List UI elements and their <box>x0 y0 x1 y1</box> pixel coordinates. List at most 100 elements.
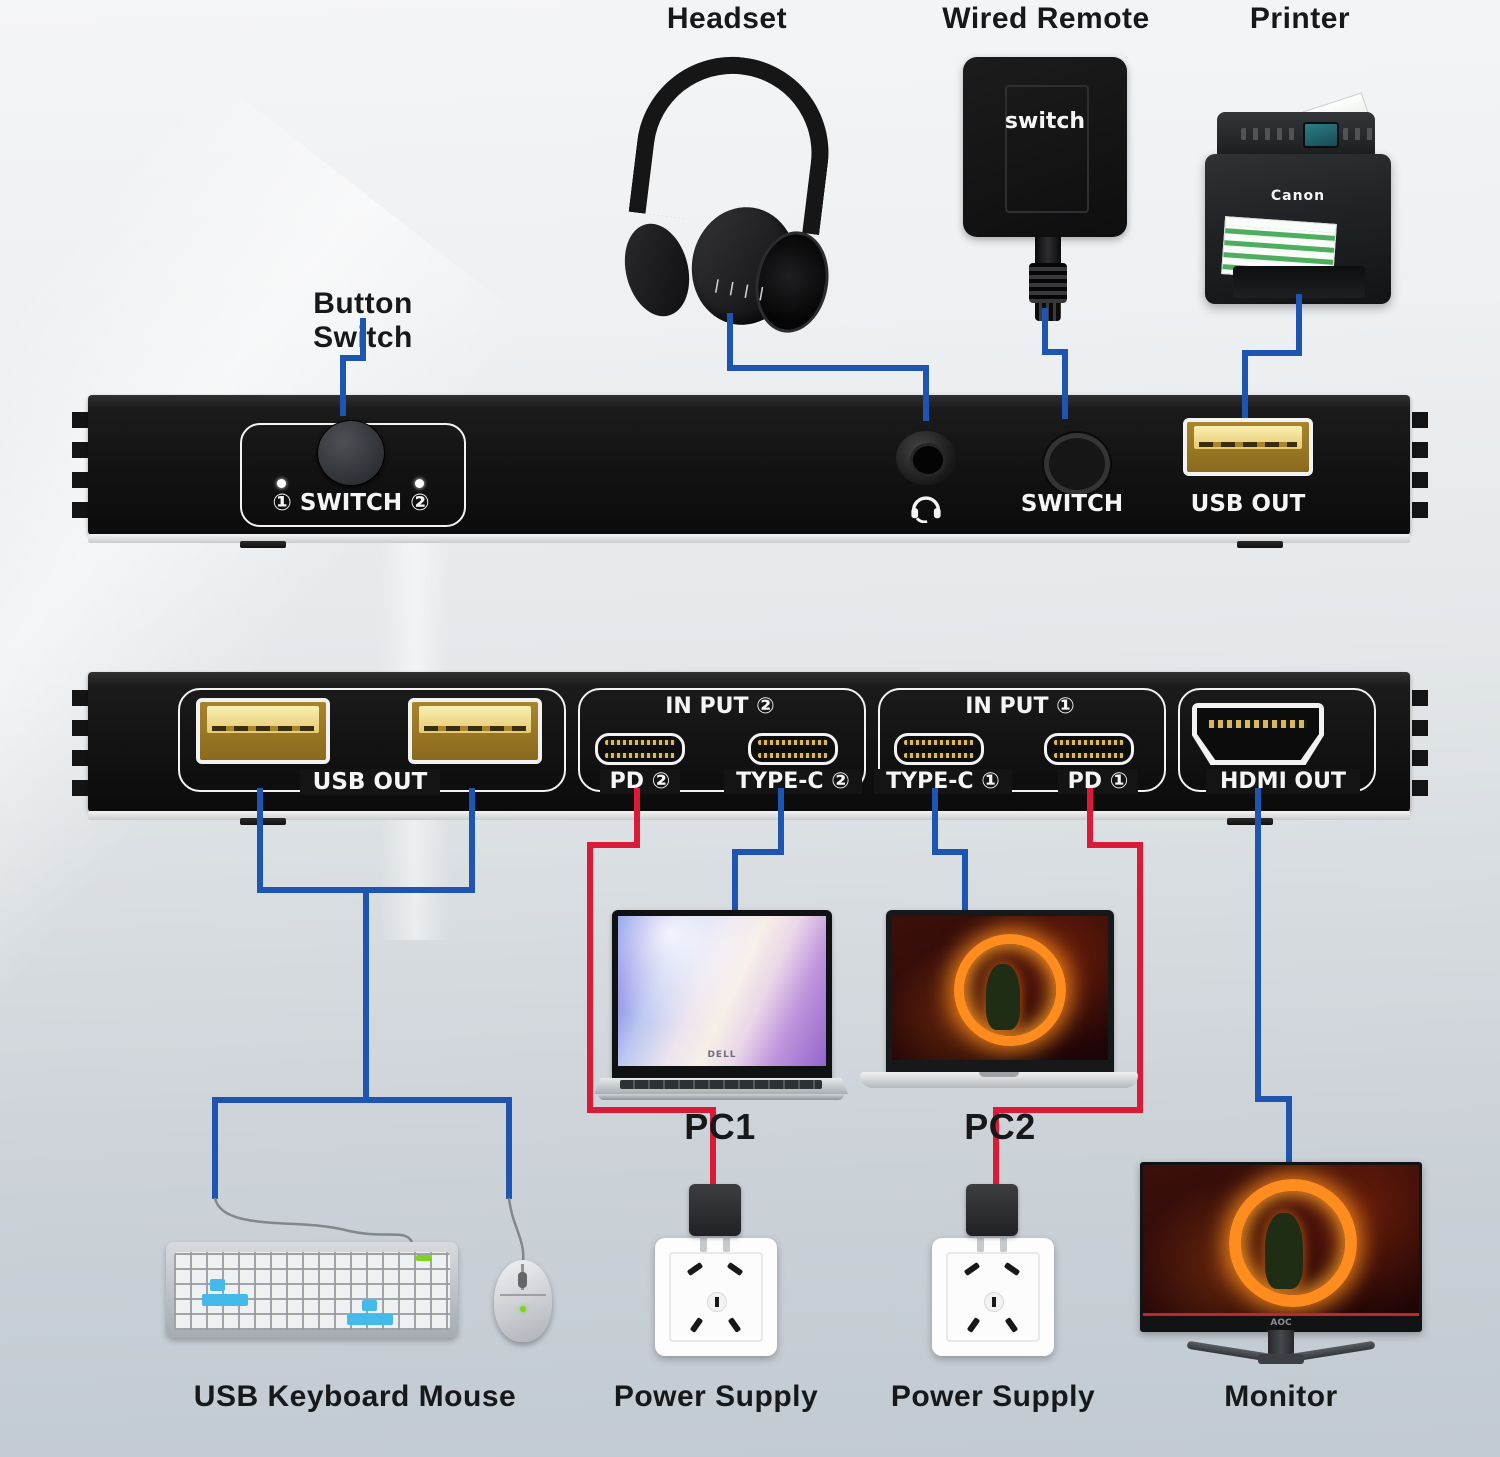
printer-brand: Canon <box>1270 188 1326 204</box>
printer-buttons <box>1343 128 1379 140</box>
cable-headset <box>727 313 733 371</box>
mouse-image <box>494 1260 552 1342</box>
cable-hdmi <box>1255 788 1261 1102</box>
wired-remote-label: Wired Remote <box>942 2 1150 35</box>
hdmi-out-label: HDMI OUT <box>1206 769 1360 794</box>
usbc-pins <box>1054 740 1124 745</box>
power-supply-1-label: Power Supply <box>613 1380 819 1413</box>
pc1-keyboard-deck <box>594 1078 848 1094</box>
cable-typec1 <box>932 788 938 854</box>
power-outlet-1 <box>655 1238 777 1356</box>
outlet-center-hole <box>984 1292 1004 1312</box>
switch-button <box>317 420 385 486</box>
input1-title: IN PUT ① <box>965 694 1075 719</box>
cable-typec1 <box>962 849 968 915</box>
pd2-label: PD ② <box>600 769 680 794</box>
usb-contacts <box>424 726 526 731</box>
keyboard-image <box>166 1242 458 1338</box>
cable-hdmi <box>1255 1096 1292 1102</box>
cable-pd2 <box>710 1107 716 1189</box>
hdmi-inner <box>1197 708 1319 760</box>
printer-control-screen <box>1303 122 1339 148</box>
outlet-center-hole <box>707 1292 727 1312</box>
panel-foot <box>240 541 286 548</box>
cable-pd2 <box>587 842 640 848</box>
kvm-front-panel: ① SWITCH ② SWITCH USB OUT <box>88 395 1410 543</box>
monitor-figure <box>1265 1213 1303 1289</box>
keyboard-keys-arrows <box>347 1314 393 1325</box>
typec1-port <box>894 733 984 765</box>
pc1-label: PC1 <box>684 1106 756 1147</box>
adapter-prong <box>977 1234 984 1252</box>
remote-plug-tip <box>1035 303 1061 321</box>
pd1-label: PD ① <box>1058 769 1138 794</box>
printer-tray <box>1233 266 1365 298</box>
cable-usb-out-b <box>469 788 475 893</box>
monitor-accent-strip <box>1143 1313 1419 1316</box>
headset-earcup-left <box>615 216 699 324</box>
headset-band <box>628 45 840 236</box>
cable-printer <box>1242 350 1248 418</box>
monitor-bezel: AOC <box>1140 1162 1422 1332</box>
remote-plug-barrel <box>1029 263 1067 303</box>
led-indicator-1 <box>277 479 286 488</box>
usb-out-port-b <box>408 698 542 764</box>
headphone-jack <box>896 431 956 485</box>
adapter-prong <box>1000 1234 1007 1252</box>
remote-switch-port <box>1044 433 1110 495</box>
printer-image: Canon <box>1203 92 1395 304</box>
printer-adf <box>1217 112 1379 156</box>
pc2-notch <box>979 1072 1019 1077</box>
kvm-rear-panel: USB OUT IN PUT ② PD ② TYPE-C ② IN PUT ① … <box>88 672 1410 820</box>
hdmi-pins <box>1209 720 1307 728</box>
usb-out-port-front <box>1183 418 1313 476</box>
pc1-front-edge <box>598 1094 844 1100</box>
power-supply-2-label: Power Supply <box>890 1380 1096 1413</box>
adapter-prong <box>723 1234 730 1252</box>
panel-foot <box>240 818 286 825</box>
usb-out-port-a <box>196 698 330 764</box>
panel-base <box>88 811 1410 820</box>
usbc-pins <box>904 740 974 745</box>
pc2-ring <box>954 934 1066 1046</box>
headset-label: Headset <box>666 2 788 35</box>
power-adapter-2 <box>966 1184 1018 1236</box>
remote-body: switch <box>963 57 1127 237</box>
cable-wired-remote <box>1062 349 1068 419</box>
usb-out-label-rear: USB OUT <box>300 769 440 795</box>
monitor-hub <box>1258 1354 1304 1364</box>
remote-plug-neck <box>1035 237 1061 263</box>
cable-typec2 <box>778 788 784 854</box>
cable-usb-split <box>212 1097 512 1103</box>
power-adapter-1 <box>689 1184 741 1236</box>
cable-button-switch <box>340 355 366 361</box>
panel-fins-left <box>72 412 88 524</box>
cable-pd2 <box>587 842 593 1113</box>
outlet-center-slot <box>992 1297 996 1307</box>
cable-printer <box>1242 350 1302 356</box>
usbc-pins <box>758 753 828 758</box>
pc2-image <box>860 908 1138 1092</box>
remote-inner-outline <box>1005 85 1089 213</box>
mouse-wheel <box>518 1272 527 1288</box>
keyboard-keys-asd <box>202 1294 248 1306</box>
cable-wired-remote <box>1042 349 1068 355</box>
cable-typec2 <box>732 849 738 915</box>
usbc-pins <box>605 740 675 745</box>
usbc-pins <box>1054 753 1124 758</box>
wired-remote-image: switch <box>963 57 1127 321</box>
usb-contacts <box>212 726 314 731</box>
usb-contacts <box>1199 442 1297 447</box>
pd1-port <box>1044 733 1134 765</box>
panel-base <box>88 534 1410 543</box>
pd2-port <box>595 733 685 765</box>
cable-pd2 <box>587 1107 716 1113</box>
cable-usb-out-a <box>257 788 263 893</box>
power-outlet-2 <box>932 1238 1054 1356</box>
mouse-led <box>520 1306 526 1312</box>
usbc-pins <box>605 753 675 758</box>
pc2-base <box>860 1072 1138 1088</box>
pc1-brand: DELL <box>707 1050 737 1060</box>
cable-printer <box>1296 294 1302 356</box>
cable-button-switch <box>340 358 346 416</box>
